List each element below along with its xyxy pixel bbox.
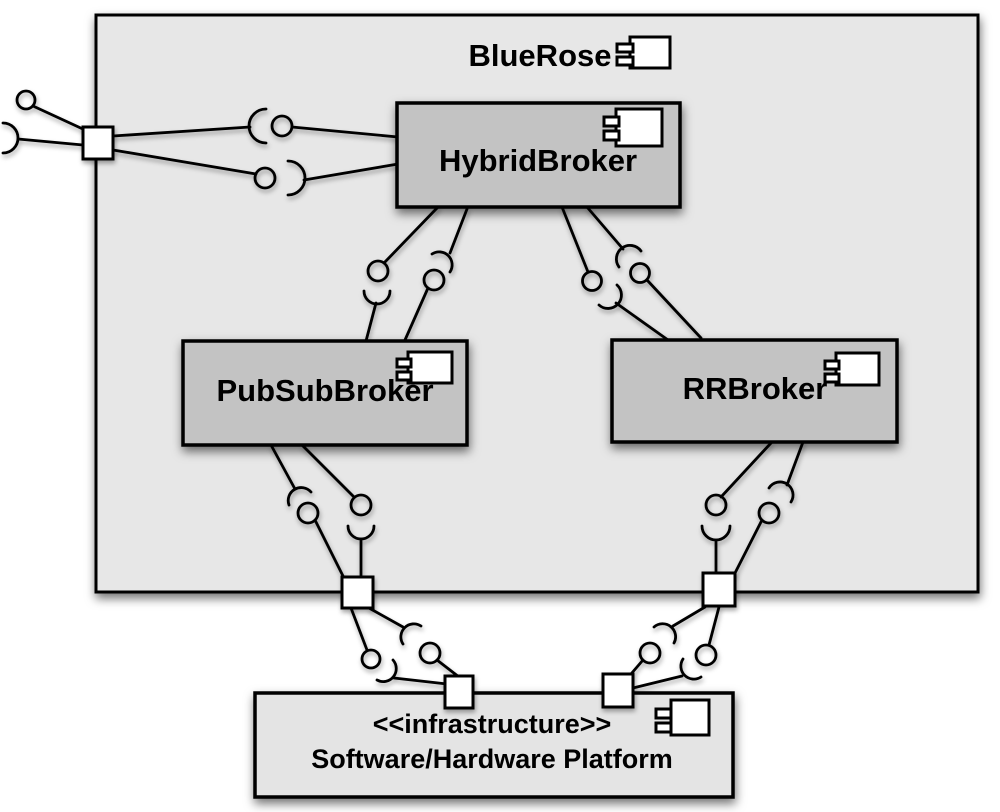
platform-stereotype-label: <<infrastructure>> xyxy=(373,709,612,739)
connector-line xyxy=(645,278,703,340)
connector-line xyxy=(290,125,400,139)
provided-interface-ball-icon xyxy=(366,259,390,283)
connector-line xyxy=(300,443,356,499)
connector-line xyxy=(707,605,721,647)
connector-line xyxy=(269,443,297,491)
connector-portright-platform-a xyxy=(629,605,707,676)
required-interface-socket-icon xyxy=(652,622,677,645)
bluerose-bottom-left-port xyxy=(340,575,375,610)
connector-env-required xyxy=(1,121,85,155)
required-interface-socket-icon xyxy=(430,250,454,274)
connector-line xyxy=(392,676,449,686)
connector-line xyxy=(560,205,590,274)
connector-port-hybrid-upper xyxy=(111,107,400,145)
connector-line xyxy=(364,301,378,343)
provided-interface-ball-icon xyxy=(757,501,781,525)
connector-line xyxy=(448,207,469,255)
connector-hybrid-pubsub-left xyxy=(362,205,440,343)
connector-hybrid-pubsub-right xyxy=(403,207,469,342)
platform-component-icon xyxy=(654,698,711,737)
platform-box xyxy=(253,691,735,799)
required-interface-socket-icon xyxy=(767,480,795,504)
provided-interface-ball-icon xyxy=(629,262,651,284)
platform-name-label: Software/Hardware Platform xyxy=(311,744,673,774)
hybridbroker-component-icon xyxy=(602,107,664,148)
connector-portright-platform-b xyxy=(631,605,721,690)
hybridbroker-label: HybridBroker xyxy=(439,143,637,178)
bluerose-component-icon xyxy=(615,35,672,70)
provided-interface-ball-icon xyxy=(581,270,603,292)
connector-pubsub-port-left xyxy=(269,443,346,580)
connector-port-hybrid-lower xyxy=(111,148,400,197)
required-interface-socket-icon xyxy=(286,486,313,507)
provided-interface-ball-icon xyxy=(360,648,382,670)
required-interface-socket-icon xyxy=(286,159,307,197)
required-interface-socket-icon xyxy=(375,658,398,683)
connector-line xyxy=(16,137,85,147)
bluerose-bottom-right-port xyxy=(701,571,737,608)
connector-portleft-platform-a xyxy=(349,606,449,686)
connector-line xyxy=(629,658,645,676)
required-interface-socket-icon xyxy=(679,657,703,681)
required-interface-socket-icon xyxy=(1,121,20,155)
provided-interface-ball-icon xyxy=(253,166,277,190)
rrbroker-label: RRBroker xyxy=(683,371,828,406)
pubsubbroker-box xyxy=(181,339,469,447)
connector-hybrid-rr-right xyxy=(585,205,703,340)
connector-line xyxy=(382,205,440,265)
connector-line xyxy=(719,441,773,499)
connector-rr-port-left xyxy=(700,441,773,576)
provided-interface-ball-icon xyxy=(704,493,728,517)
connector-line xyxy=(631,674,684,690)
rrbroker-component-icon xyxy=(823,351,881,387)
connector-line xyxy=(585,205,625,251)
connector-line xyxy=(313,518,346,580)
provided-interface-ball-icon xyxy=(418,641,442,665)
connector-line xyxy=(349,606,369,652)
connector-line xyxy=(403,286,430,342)
connector-line xyxy=(785,440,805,487)
pubsubbroker-label: PubSubBroker xyxy=(216,373,433,408)
bluerose-left-port xyxy=(81,125,115,161)
provided-interface-ball-icon xyxy=(349,493,373,517)
connector-line xyxy=(302,162,400,182)
connectors-layer xyxy=(1,89,805,690)
connector-hybrid-rr-left xyxy=(560,205,670,342)
connector-line xyxy=(111,148,258,176)
connector-line xyxy=(435,658,461,679)
required-interface-socket-icon xyxy=(615,244,643,269)
platform-top-right-port xyxy=(601,672,635,709)
provided-interface-ball-icon xyxy=(296,501,320,525)
pubsubbroker-component-icon xyxy=(395,350,454,385)
connector-line xyxy=(732,518,764,577)
connector-line xyxy=(31,104,87,132)
platform-top-left-port xyxy=(443,674,475,710)
connector-line xyxy=(671,605,707,628)
required-interface-socket-icon xyxy=(247,107,268,145)
connector-env-provided xyxy=(15,89,87,132)
connector-line xyxy=(614,301,670,342)
provided-interface-ball-icon xyxy=(422,268,446,292)
provided-interface-ball-icon xyxy=(15,89,37,111)
bluerose-label: BlueRose xyxy=(469,38,612,73)
connector-pubsub-port-right xyxy=(300,443,376,580)
required-interface-socket-icon xyxy=(399,622,423,646)
connector-line xyxy=(367,606,405,629)
connector-portleft-platform-b xyxy=(367,606,461,679)
connector-rr-port-right xyxy=(732,440,805,577)
provided-interface-ball-icon xyxy=(694,643,718,667)
connector-line xyxy=(111,125,252,138)
provided-interface-ball-icon xyxy=(638,641,662,665)
